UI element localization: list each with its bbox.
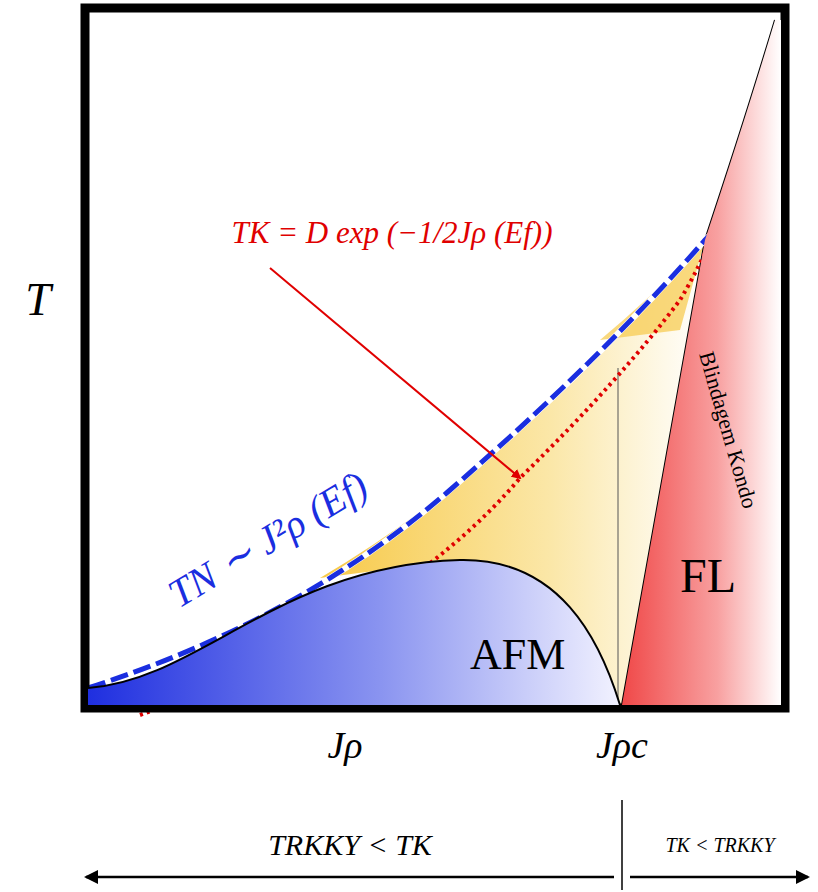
divider-tick xyxy=(621,800,623,890)
axis-label: T xyxy=(25,277,51,323)
tk-curve xyxy=(140,22,778,715)
axis-tick-label: Jρc xyxy=(596,726,648,764)
range-label: TRKKY < TK xyxy=(268,830,432,860)
range-arrow xyxy=(630,876,808,879)
formula-label: TK = D exp (−1/2Jρ (Ef)) xyxy=(231,217,552,248)
crossover-region xyxy=(600,240,705,340)
kondo-cloud xyxy=(688,261,783,363)
crossover-line xyxy=(618,368,619,705)
region-label: FL xyxy=(680,552,736,600)
fl-boundary xyxy=(622,20,775,705)
range-arrow xyxy=(86,876,614,879)
axis-tick-label: Jρ xyxy=(327,726,362,764)
range-label: TK < TRKKY xyxy=(665,835,774,855)
plot-frame xyxy=(85,8,785,708)
tn-curve-halo xyxy=(88,170,778,688)
region-label: AFM xyxy=(470,633,565,677)
afm-spins xyxy=(392,604,462,692)
tn-curve xyxy=(88,170,778,688)
leader-arrow xyxy=(270,268,520,478)
